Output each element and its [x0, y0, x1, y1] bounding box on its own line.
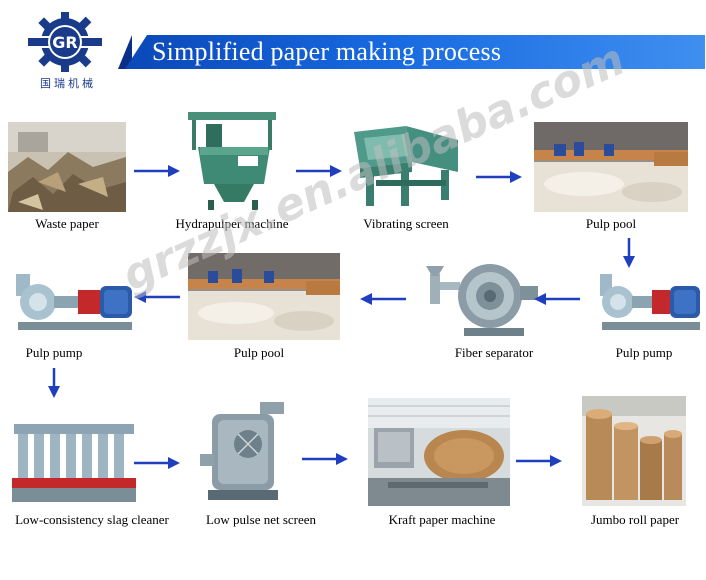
logo-caption: 国瑞机械: [40, 77, 96, 90]
step-label: Pulp pool: [233, 345, 285, 360]
vibrating-screen-image: [346, 122, 466, 212]
flow-arrow-down: [622, 238, 636, 268]
jumbo-roll-paper-image: [582, 396, 686, 506]
title-bar: [125, 35, 705, 69]
flow-arrow-right: [134, 456, 180, 470]
pulp-pump-image: [8, 268, 136, 340]
step-label: Pulp pool: [585, 216, 637, 231]
step-label: Jumbo roll paper: [590, 512, 680, 527]
slag-cleaner-image: [8, 418, 140, 506]
step-label: Pulp pump: [615, 345, 673, 360]
company-logo: GR 国瑞机械: [10, 8, 120, 90]
flow-arrow-right: [476, 170, 522, 184]
logo-letters: GR: [52, 33, 77, 52]
pulp-pool-image: [534, 122, 688, 212]
gear-logo-icon: GR: [28, 12, 102, 72]
flow-arrow-left: [360, 292, 406, 306]
page-title: Simplified paper making process: [152, 37, 502, 66]
step-label: Low pulse net screen: [205, 512, 317, 527]
flow-arrow-down: [47, 368, 61, 398]
flow-arrow-right: [296, 164, 342, 178]
fiber-separator-image: [424, 256, 542, 340]
step-label: Kraft paper machine: [388, 512, 496, 527]
hydrapulper-machine-image: [178, 112, 286, 212]
waste-paper-image: [8, 122, 126, 212]
step-label: Fiber separator: [454, 345, 534, 360]
step-label: Low-consistency slag cleaner: [15, 512, 169, 527]
kraft-paper-machine-image: [368, 398, 510, 506]
step-label: Hydrapulper machine: [175, 216, 289, 231]
flow-arrow-left: [534, 292, 580, 306]
pulp-pump-image: [594, 268, 704, 340]
pulse-net-screen-image: [196, 400, 290, 506]
pulp-pool-image: [188, 253, 340, 340]
flow-arrow-right: [302, 452, 348, 466]
step-label: Waste paper: [35, 216, 99, 231]
step-label: Pulp pump: [25, 345, 83, 360]
flow-arrow-right: [516, 454, 562, 468]
step-label: Vibrating screen: [363, 216, 449, 231]
flow-arrow-left: [134, 290, 180, 304]
flow-arrow-right: [134, 164, 180, 178]
